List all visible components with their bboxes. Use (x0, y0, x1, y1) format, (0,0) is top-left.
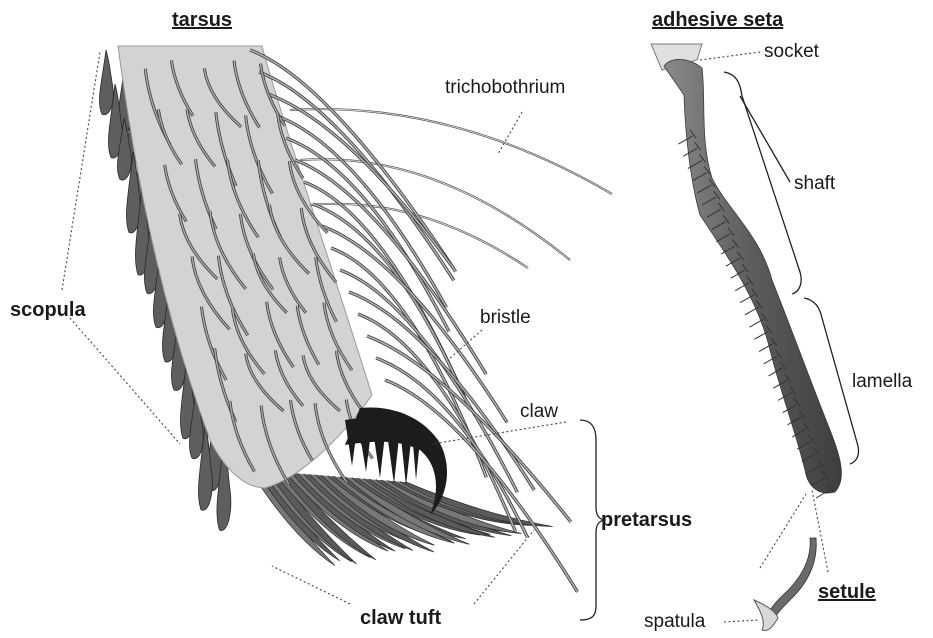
tarsus-title: tarsus (172, 10, 232, 30)
scopula-label: scopula (10, 300, 86, 320)
setule-illustration (754, 538, 816, 631)
claw-tuft-leader-2 (474, 530, 534, 604)
trichobothrium-hair (290, 109, 612, 194)
brackets (580, 72, 859, 620)
pretarsus-label: pretarsus (601, 510, 692, 530)
scopula-hair (99, 50, 113, 115)
spatula-leader (724, 620, 758, 622)
adhesive-seta-title: adhesive seta (652, 10, 783, 30)
spatula-label: spatula (644, 612, 705, 631)
scopula-leader-1 (62, 52, 100, 290)
lamella-label: lamella (852, 372, 912, 391)
setule-leader-2 (760, 494, 806, 568)
socket-label: socket (764, 42, 819, 61)
claw-tuft-illustration (250, 470, 553, 566)
setule-label: setule (818, 582, 876, 602)
claw-tuft-leader-1 (272, 566, 350, 604)
adhesive-seta-illustration (651, 44, 841, 498)
seta-shaft (664, 59, 841, 493)
claw-tuft-label: claw tuft (360, 608, 441, 628)
bristle-label: bristle (480, 308, 531, 327)
socket-leader (700, 52, 760, 60)
trichobothrium-label: trichobothrium (445, 78, 565, 97)
claw-label: claw (520, 402, 558, 421)
shaft-label: shaft (794, 174, 835, 193)
